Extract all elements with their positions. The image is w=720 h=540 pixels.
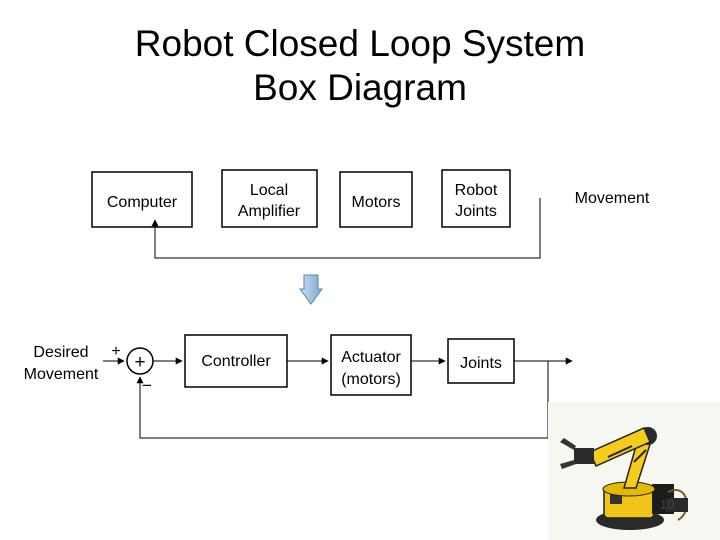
desired-movement-label-1: Desired xyxy=(33,344,88,361)
local-amplifier-box xyxy=(221,169,318,228)
actuator-label-1: Actuator xyxy=(341,349,401,366)
joints-box xyxy=(447,338,515,384)
desired-movement-label-2: Movement xyxy=(24,366,99,383)
robot-joints-box xyxy=(441,169,511,228)
robot-joints-label-2: Joints xyxy=(455,203,497,220)
bottom-row: Desired Movement + + − Controller Actuat… xyxy=(24,334,573,439)
local-amplifier-label-1: Local xyxy=(250,182,288,199)
motors-label: Motors xyxy=(352,194,401,211)
bottom-feedback-line xyxy=(136,361,549,439)
controller-label: Controller xyxy=(201,353,271,370)
local-amplifier-label-2: Amplifier xyxy=(238,203,301,220)
top-feedback-line xyxy=(151,198,541,259)
input-plus-sign: + xyxy=(111,343,120,360)
summing-junction-minus: − xyxy=(142,376,152,395)
robot-joints-label-1: Robot xyxy=(455,182,498,199)
slide-title: Robot Closed Loop System Box Diagram xyxy=(0,22,720,110)
joints-label: Joints xyxy=(460,355,502,372)
robot-arm-image xyxy=(548,402,720,540)
title-line-2: Box Diagram xyxy=(253,67,467,108)
summing-junction-plus: + xyxy=(134,352,145,373)
title-line-1: Robot Closed Loop System xyxy=(134,23,586,64)
motors-box xyxy=(339,171,413,228)
actuator-box xyxy=(330,334,412,396)
computer-box xyxy=(91,171,193,228)
top-row: Computer Local Amplifier Motors Robot Jo… xyxy=(91,169,650,259)
page-number: 10 xyxy=(660,497,675,512)
movement-output-label: Movement xyxy=(575,190,650,207)
controller-box xyxy=(184,334,288,388)
actuator-label-2: (motors) xyxy=(341,371,401,388)
transform-down-arrow xyxy=(299,274,323,305)
computer-label: Computer xyxy=(107,194,178,211)
